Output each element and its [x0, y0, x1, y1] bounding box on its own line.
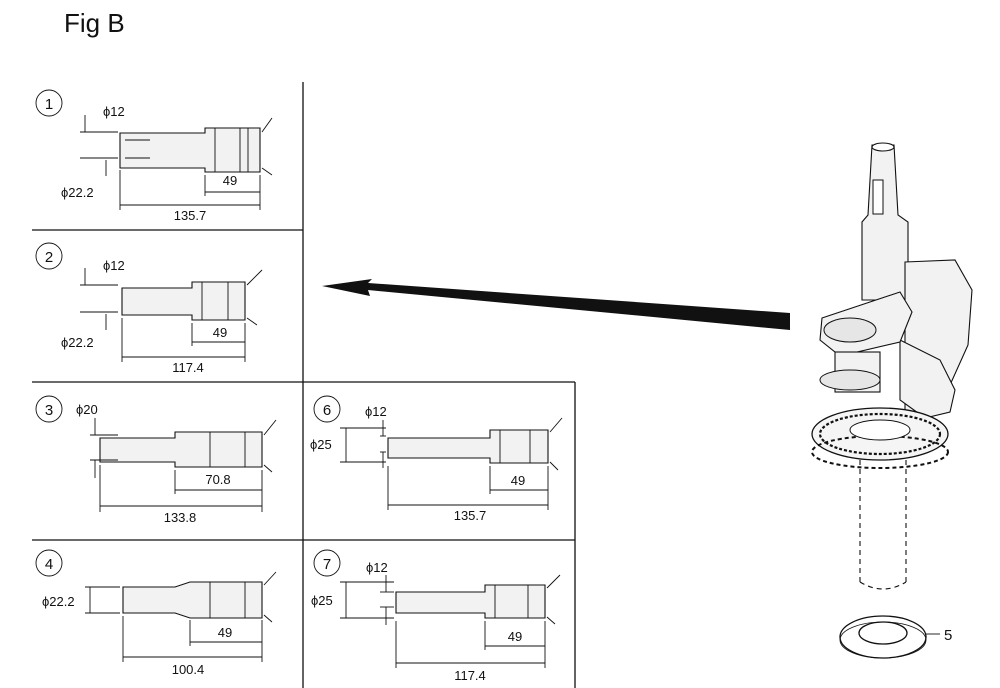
bore-diameter-label: ϕ12: [366, 560, 388, 575]
panel-6: 6 ϕ12 ϕ25 49 135.7: [310, 395, 563, 523]
panel-number-circle: [35, 395, 63, 423]
short-length-label: 49: [218, 625, 232, 640]
short-length-label: 49: [511, 473, 525, 488]
outer-diameter-label: ϕ22.2: [61, 335, 94, 350]
outer-diameter-label: ϕ25: [311, 593, 333, 608]
dimension-lines: [90, 418, 263, 512]
panel-number: 3: [45, 402, 53, 419]
panel-grid: [32, 82, 576, 688]
crankshaft-illustration: [811, 142, 973, 659]
dimension-lines: [85, 586, 263, 662]
short-length-label: 49: [223, 173, 237, 188]
callout-label: 5: [944, 627, 952, 644]
panel-number: 1: [45, 96, 53, 113]
panel-3: 3 ϕ20 70.8 133.8: [35, 395, 277, 525]
panel-number-circle: [313, 395, 341, 423]
panel-2: 2 ϕ12 ϕ22.2 49 117.4: [35, 242, 263, 375]
pointer-arrow: [322, 279, 790, 330]
outer-diameter-label: ϕ25: [310, 437, 332, 452]
total-length-label: 133.8: [164, 510, 197, 525]
shaft-drawing: [395, 574, 561, 625]
shaft-drawing: [387, 417, 563, 471]
panel-1: 1 ϕ12 ϕ22.2 49 135.7: [35, 89, 273, 223]
panel-number: 6: [323, 402, 331, 419]
total-length-label: 117.4: [454, 668, 486, 683]
short-length-label: 49: [213, 325, 227, 340]
bore-diameter-label: ϕ12: [365, 404, 387, 419]
panel-4: 4 ϕ22.2 49 100.4: [35, 549, 277, 677]
shaft-drawing: [119, 117, 273, 176]
outer-diameter-label: ϕ22.2: [42, 594, 75, 609]
bore-diameter-label: ϕ12: [103, 104, 125, 119]
dimension-lines: [80, 268, 246, 362]
panel-number-circle: [313, 549, 341, 577]
bore-diameter-label: ϕ20: [76, 402, 98, 417]
shaft-drawing: [121, 269, 263, 326]
panel-number-circle: [35, 89, 63, 117]
short-length-label: 49: [508, 629, 522, 644]
panel-number: 4: [45, 556, 53, 573]
total-length-label: 100.4: [172, 662, 205, 677]
dimension-lines: [340, 575, 546, 668]
total-length-label: 135.7: [174, 208, 207, 223]
panel-number-circle: [35, 549, 63, 577]
total-length-label: 135.7: [454, 508, 487, 523]
panel-number-circle: [35, 242, 63, 270]
panel-7: 7 ϕ12 ϕ25 49 117.4: [311, 549, 561, 683]
total-length-label: 117.4: [172, 360, 204, 375]
short-length-label: 70.8: [205, 472, 230, 487]
panel-number: 7: [323, 556, 331, 573]
shaft-drawing: [99, 419, 277, 473]
figure-title: Fig B: [64, 8, 125, 38]
shaft-drawing: [122, 571, 277, 623]
panel-number: 2: [45, 249, 53, 266]
outer-diameter-label: ϕ22.2: [61, 185, 94, 200]
bore-diameter-label: ϕ12: [103, 258, 125, 273]
dimension-lines: [340, 420, 549, 510]
dimension-lines: [80, 115, 261, 210]
